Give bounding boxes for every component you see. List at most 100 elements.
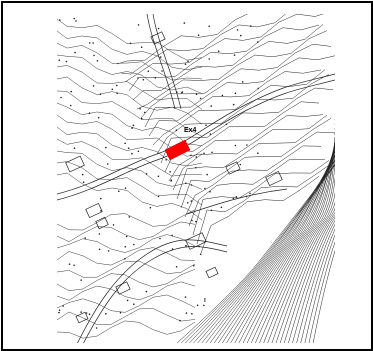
tree-dot-icon [208, 25, 210, 28]
tree-dot-icon [250, 25, 252, 27]
tree-dot-icon [137, 24, 140, 26]
tree-dot-icon [205, 124, 207, 126]
tree-dot-icon [128, 216, 131, 218]
tree-dot-icon [105, 312, 107, 315]
tree-dot-icon [92, 42, 94, 44]
tree-dot-icon [199, 253, 202, 255]
contour-line [292, 124, 335, 343]
tree-dot-icon [185, 244, 187, 247]
tree-dot-icon [58, 59, 61, 61]
contour-line [57, 221, 196, 242]
topographic-map: Ex4 [57, 14, 335, 343]
tree-dot-icon [175, 129, 178, 131]
tree-dot-icon [96, 60, 99, 62]
tree-dot-icon [99, 93, 102, 95]
tree-dot-icon [88, 313, 91, 316]
contour-line [296, 124, 335, 343]
tree-dot-icon [157, 195, 160, 198]
tree-dot-icon [165, 159, 167, 161]
contour-line [238, 141, 335, 343]
tree-dot-icon [183, 22, 186, 24]
tree-dot-icon [100, 197, 102, 200]
red-building-marker-icon [164, 139, 191, 161]
tree-dot-icon [140, 46, 143, 48]
tree-dot-icon [147, 70, 150, 72]
contour-line [160, 87, 334, 164]
tree-dot-icon [106, 163, 109, 165]
contour-line [57, 138, 203, 177]
tree-dot-icon [132, 124, 135, 127]
tree-dot-icon [184, 296, 187, 298]
tree-dot-icon [204, 300, 206, 302]
tree-dots [58, 17, 259, 329]
tree-dot-icon [198, 245, 200, 248]
contour-line [312, 114, 335, 343]
tree-dot-icon [210, 105, 212, 107]
tree-dot-icon [190, 184, 193, 186]
tree-dot-icon [131, 152, 133, 155]
tree-dot-icon [145, 290, 148, 293]
contour-line [57, 308, 196, 325]
contour-line [57, 234, 196, 253]
contour-line [184, 145, 322, 218]
contour-map-canvas [57, 14, 335, 343]
contour-line [152, 69, 326, 146]
contour-line [136, 30, 328, 110]
tree-dot-icon [203, 304, 205, 307]
tree-dot-icon [105, 146, 107, 149]
tree-dot-icon [203, 152, 205, 155]
tree-dot-icon [241, 81, 244, 83]
contour-line [57, 161, 203, 206]
tree-dot-icon [193, 265, 195, 267]
tree-dot-icon [58, 309, 61, 312]
tree-dot-icon [221, 94, 224, 97]
tree-dot-icon [149, 206, 152, 209]
building-outlines [65, 31, 283, 324]
tree-dot-icon [249, 192, 251, 195]
contour-line [259, 138, 335, 343]
contour-line [275, 128, 335, 343]
tree-dot-icon [190, 154, 192, 157]
contour-line [57, 209, 196, 231]
tree-dot-icon [235, 196, 238, 198]
contour-line [246, 142, 335, 343]
building-outline [205, 266, 219, 279]
contour-line [201, 154, 335, 343]
contour-line [176, 163, 335, 343]
tree-dot-icon [98, 233, 101, 235]
tree-dot-icon [181, 91, 184, 93]
contour-line [213, 150, 335, 343]
tree-dot-icon [234, 92, 237, 95]
contour-line [57, 320, 196, 339]
tree-dot-icon [65, 60, 68, 63]
tree-dot-icon [125, 235, 128, 238]
tree-dot-icon [124, 142, 126, 145]
contour-lines [57, 14, 335, 343]
contour-line [255, 137, 335, 343]
tree-dot-icon [211, 151, 213, 154]
contour-line [132, 24, 324, 101]
tree-dot-icon [124, 257, 126, 260]
tree-dot-icon [88, 42, 91, 44]
tree-dot-icon [206, 173, 208, 176]
tree-dot-icon [60, 96, 62, 99]
road-line [77, 239, 228, 343]
tree-dot-icon [195, 156, 198, 158]
contour-line [226, 145, 335, 343]
tree-dot-icon [112, 224, 115, 226]
tree-dot-icon [82, 181, 85, 183]
tree-dot-icon [143, 111, 146, 114]
tree-dot-icon [233, 54, 236, 56]
contour-line [205, 155, 335, 343]
contour-line [57, 18, 203, 61]
tree-dot-icon [197, 34, 200, 36]
contour-line [284, 129, 335, 343]
building-outline [85, 202, 103, 219]
tree-dot-icon [142, 78, 145, 81]
tree-dot-icon [239, 163, 242, 166]
contour-line [57, 54, 203, 94]
contour-line [57, 30, 203, 70]
tree-dot-icon [159, 237, 161, 240]
road-line [146, 14, 176, 110]
tree-dot-icon [185, 312, 188, 314]
